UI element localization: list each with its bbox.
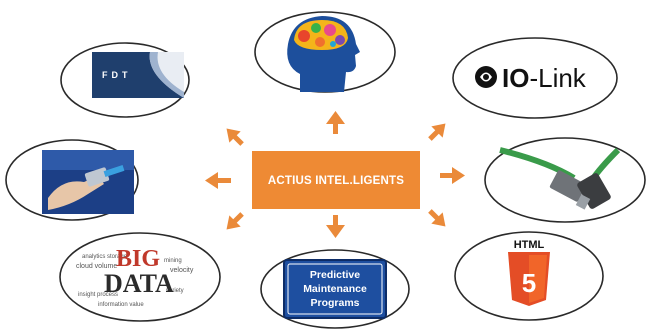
svg-text:insight process: insight process [78, 292, 118, 298]
svg-text:mining: mining [164, 258, 182, 264]
svg-text:velocity: velocity [170, 267, 194, 274]
brain-head-image [287, 16, 360, 92]
predictive-line2: Maintenance [303, 283, 367, 295]
html5-number: 5 [522, 268, 536, 298]
svg-text:analytics storage: analytics storage [82, 254, 128, 260]
predictive-line1: Predictive [310, 269, 360, 281]
svg-text:information value: information value [98, 302, 144, 308]
svg-text:variety: variety [166, 288, 184, 294]
predictive-line3: Programs [310, 297, 359, 309]
arrow-up [326, 111, 345, 134]
arrow-right [440, 167, 465, 184]
io-link-text: IO-Link [502, 63, 587, 93]
arrow-down [326, 215, 345, 238]
io-suffix: -Link [529, 63, 586, 93]
fdt-logo: FDT [92, 52, 184, 98]
ellipse-bigdata [59, 232, 221, 322]
io-link-logo: IO-Link [475, 63, 587, 93]
data-label: DATA [104, 269, 174, 298]
arrow-down-right [428, 209, 446, 227]
arrow-down-left [226, 212, 244, 230]
arrow-up-left [226, 128, 244, 146]
ethernet-hand-image [42, 150, 134, 214]
fdt-label: FDT [102, 70, 132, 80]
arrow-up-right [428, 123, 446, 141]
svg-text:cloud volume: cloud volume [76, 263, 117, 270]
big-data-wordcloud: analytics storage cloud volume mining ve… [76, 246, 194, 308]
html5-logo: HTML 5 [508, 239, 550, 306]
html5-title: HTML [514, 239, 545, 251]
ethernet-cable-image [499, 147, 621, 210]
io-brand: IO [502, 63, 529, 93]
predictive-maintenance-sign: Predictive Maintenance Programs [283, 259, 387, 319]
arrow-left [205, 172, 231, 189]
center-label: ACTIUS INTEL.LIGENTS [268, 175, 404, 187]
ellipse-iolink [452, 37, 618, 119]
big-label: BIG [116, 246, 160, 272]
center-box [252, 151, 420, 209]
